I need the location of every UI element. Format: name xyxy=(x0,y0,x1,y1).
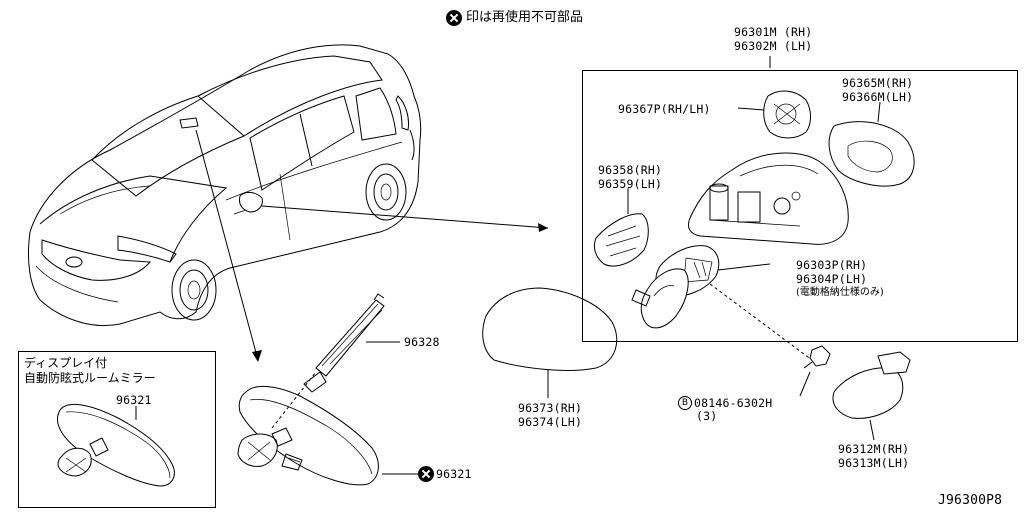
part-label-96365M: 96365M(RH) xyxy=(842,76,914,90)
inset-title-line-1: ディスプレイ付 xyxy=(24,356,108,370)
part-label-96304P: 96304P(LH) xyxy=(796,272,868,286)
part-label-96366M: 96366M(LH) xyxy=(842,90,914,104)
part-label-96328: 96328 xyxy=(404,335,440,349)
inset-title-line-2: 自動防眩式ルームミラー xyxy=(24,371,156,385)
part-label-96301M: 96301M (RH) xyxy=(734,25,813,39)
x-circle-icon xyxy=(418,466,434,482)
part-label-96367P: 96367P(RH/LH) xyxy=(618,102,711,116)
part-label-bolt-qty: (3) xyxy=(696,409,718,423)
inset-mirror-illustration xyxy=(57,404,175,487)
notice-text: 印は再使用不可部品 xyxy=(466,10,584,25)
car-illustration xyxy=(27,44,422,327)
inset-frame xyxy=(18,351,216,508)
part-label-96359: 96359(LH) xyxy=(598,177,663,191)
mirror-cover xyxy=(482,287,618,398)
part-label-96302M: 96302M (LH) xyxy=(734,39,813,53)
part-label-bolt: 08146-6302H xyxy=(694,396,773,410)
lower-mirror-part xyxy=(832,351,911,441)
bolt-marker-b: B xyxy=(678,396,692,410)
part-label-96321-main: 96321 xyxy=(436,467,472,481)
part-label-96312M: 96312M(RH) xyxy=(838,442,910,456)
part-label-96374: 96374(LH) xyxy=(518,415,583,429)
room-mirror-main xyxy=(237,293,418,486)
x-circle-icon xyxy=(446,10,462,26)
part-label-96373: 96373(RH) xyxy=(518,401,583,415)
part-label-96303P: 96303P(RH) xyxy=(796,258,868,272)
part-label-96321-inset: 96321 xyxy=(116,393,152,407)
part-note-power-fold: (電動格納仕様のみ) xyxy=(796,287,884,298)
door-mirror-assembly xyxy=(593,56,915,361)
door-mirror-frame xyxy=(582,70,1018,342)
leader-arrows xyxy=(195,129,549,362)
part-label-96358: 96358(RH) xyxy=(598,163,663,177)
part-label-96313M: 96313M(LH) xyxy=(838,456,910,470)
diagram-id: J96300P8 xyxy=(938,493,1003,508)
bolt-illustration xyxy=(799,345,831,397)
